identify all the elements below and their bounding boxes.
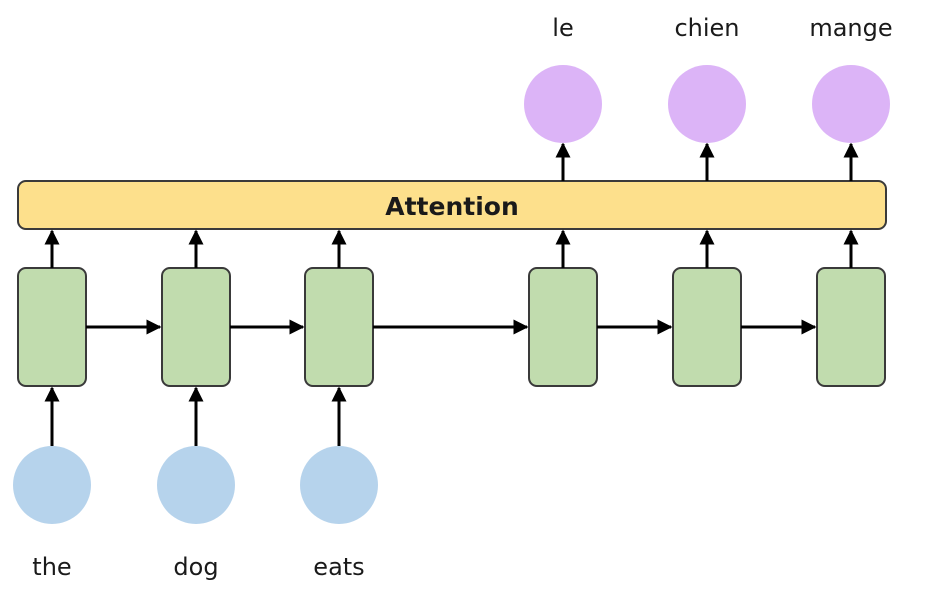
decoder-cell-2 (672, 267, 742, 387)
input-node-1 (13, 446, 91, 524)
input-node-3 (300, 446, 378, 524)
output-node-2 (668, 65, 746, 143)
output-word-3: mange (809, 14, 892, 42)
encoder-cell-3 (304, 267, 374, 387)
input-node-2 (157, 446, 235, 524)
output-node-1 (524, 65, 602, 143)
encoder-cell-1 (17, 267, 87, 387)
input-word-3: eats (313, 553, 364, 581)
input-word-2: dog (173, 553, 218, 581)
attention-label: Attention (385, 192, 519, 221)
input-word-1: the (32, 553, 71, 581)
decoder-cell-1 (528, 267, 598, 387)
output-node-3 (812, 65, 890, 143)
encoder-cell-2 (161, 267, 231, 387)
output-word-2: chien (674, 14, 739, 42)
decoder-cell-3 (816, 267, 886, 387)
attention-bar (17, 180, 887, 230)
output-word-1: le (552, 14, 573, 42)
